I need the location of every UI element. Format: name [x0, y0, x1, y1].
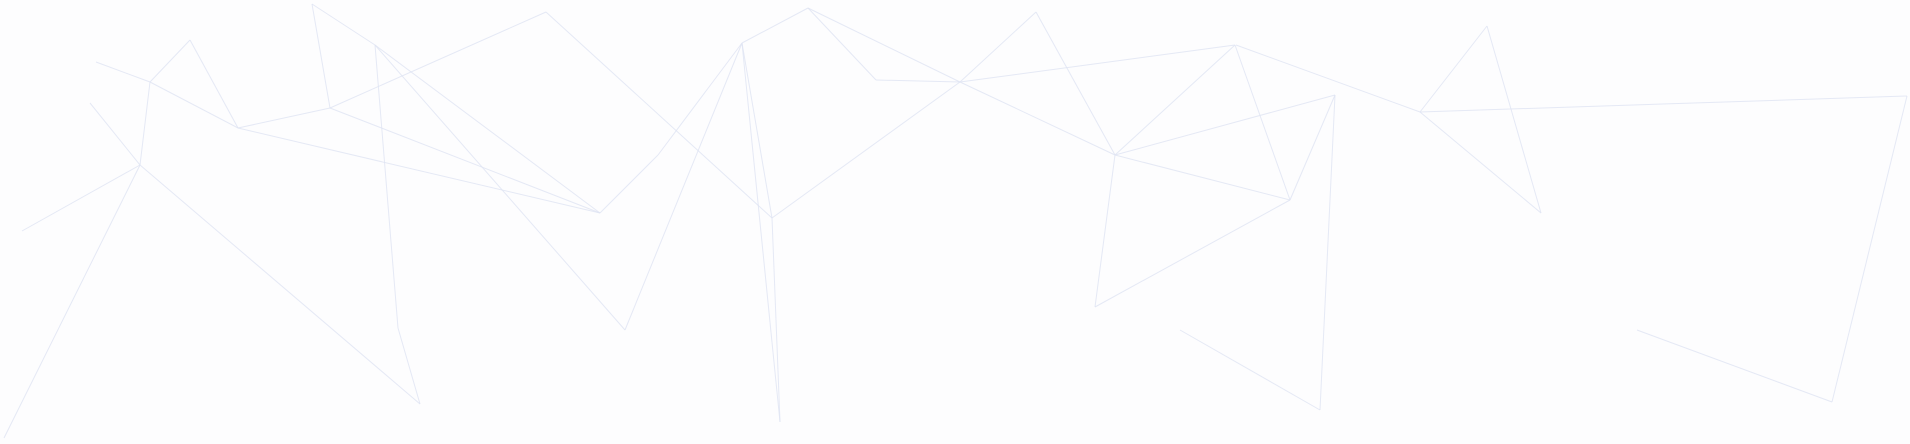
edge	[599, 154, 659, 214]
edge	[374, 44, 626, 331]
edge	[311, 3, 331, 109]
edge	[329, 11, 547, 109]
edge	[311, 3, 376, 46]
edge	[89, 102, 141, 166]
edge	[657, 42, 743, 156]
edge	[741, 42, 781, 423]
edge	[1114, 94, 1336, 156]
edge	[1636, 329, 1833, 403]
edge	[397, 327, 421, 405]
edge	[741, 7, 809, 44]
edge	[139, 81, 151, 166]
edge	[959, 44, 1236, 83]
edge	[149, 81, 239, 129]
edge	[1114, 154, 1291, 201]
edge	[741, 42, 773, 219]
edge	[1235, 44, 1421, 113]
edge	[3, 164, 141, 439]
edge	[149, 39, 191, 83]
edges	[3, 3, 1908, 439]
edge	[374, 44, 399, 329]
edge	[807, 7, 877, 81]
edge	[21, 164, 141, 232]
edge	[1179, 329, 1321, 411]
edge	[139, 164, 421, 405]
edge	[374, 44, 601, 214]
edge	[1831, 95, 1908, 403]
edge	[1486, 25, 1542, 214]
edge	[959, 11, 1037, 83]
edge	[1289, 94, 1336, 201]
edge	[624, 42, 743, 331]
edge	[1419, 95, 1908, 113]
edge	[1114, 44, 1236, 156]
edge	[329, 107, 601, 214]
edge	[95, 61, 151, 83]
edge	[771, 217, 781, 423]
edge	[237, 107, 331, 129]
edge	[807, 7, 961, 83]
edge	[771, 81, 961, 219]
edge	[959, 81, 1116, 156]
edge	[545, 11, 773, 219]
edge	[1419, 25, 1488, 113]
edge	[237, 127, 601, 214]
edge	[189, 39, 239, 129]
edge	[1094, 199, 1291, 308]
edge	[875, 79, 961, 83]
edge	[1319, 94, 1336, 411]
edge	[1419, 111, 1542, 214]
edge	[1234, 44, 1291, 201]
edge	[1035, 11, 1116, 156]
edge	[1094, 154, 1116, 308]
